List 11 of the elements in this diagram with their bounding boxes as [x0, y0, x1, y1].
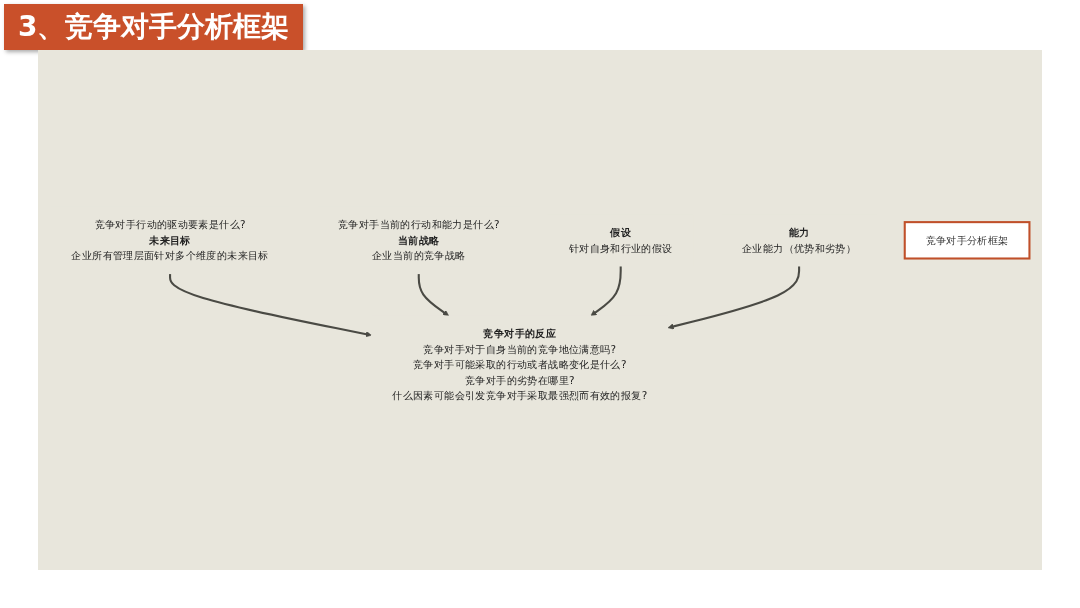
- node-text: 竞争对手当前的行动和能力是什么? 当前战略 企业当前的竞争战略: [338, 217, 500, 262]
- node-text: 假设 针对自身和行业的假设: [568, 225, 673, 254]
- title-banner: 3、竞争对手分析框架: [4, 4, 304, 50]
- node-box: 竞争对手分析框架: [903, 220, 1031, 260]
- node-text: 能力 企业能力（优势和劣势）: [741, 225, 857, 254]
- arrow: [590, 265, 622, 316]
- arrow: [417, 273, 449, 316]
- arrow: [169, 273, 372, 337]
- node-text: 竞争对手行动的驱动要素是什么? 未来目标 企业所有管理层面针对多个维度的未来目标: [71, 217, 269, 262]
- arrow: [667, 265, 801, 329]
- node-text: 竞争对手的反应 竞争对手对于自身当前的竞争地位满意吗? 竞争对手可能采取的行动或者战略变化是什么? 竞争对手的劣势在哪里? 什么因素可能会引发竞争对手采取最强烈而有效的报复?: [392, 326, 648, 402]
